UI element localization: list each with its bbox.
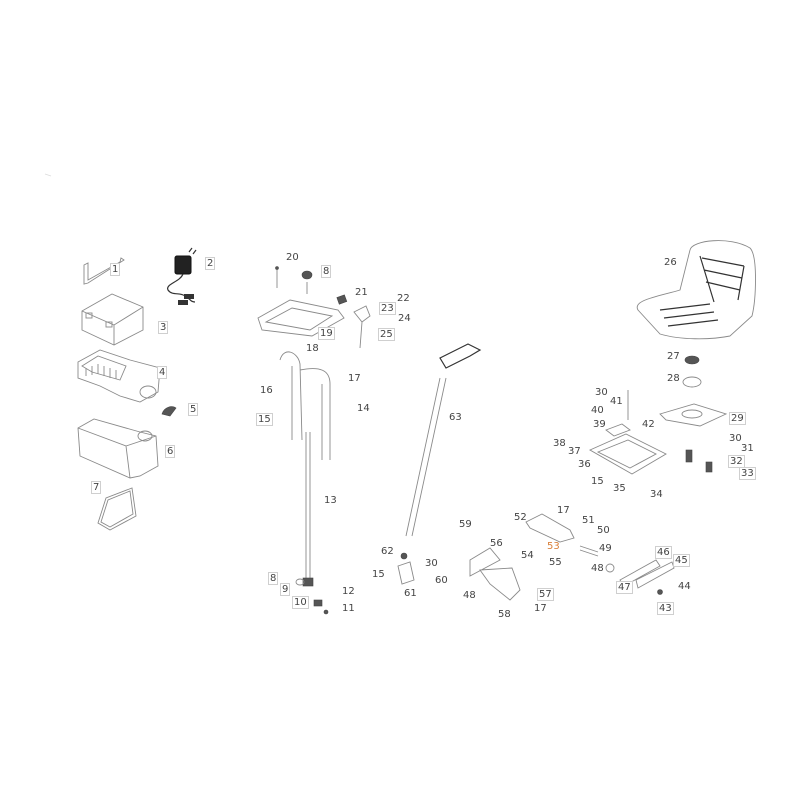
part-4-tray-icon[interactable] [77,349,161,403]
part-label-22[interactable]: 22 [397,293,410,304]
part-9-10-11-12-base-icon[interactable] [295,578,329,615]
part-label-49[interactable]: 49 [599,543,612,554]
part-label-37[interactable]: 37 [568,446,581,457]
part-label-54[interactable]: 54 [521,550,534,561]
part-label-16[interactable]: 16 [260,385,273,396]
part-label-38[interactable]: 38 [553,438,566,449]
part-label-2[interactable]: 2 [205,257,216,270]
part-label-61[interactable]: 61 [404,588,417,599]
part-32-spring-icon[interactable] [685,449,713,473]
part-label-8[interactable]: 8 [321,265,332,278]
part-label-21[interactable]: 21 [355,287,368,298]
part-label-55[interactable]: 55 [549,557,562,568]
part-23-lever-icon[interactable] [353,305,371,349]
part-label-40[interactable]: 40 [591,405,604,416]
part-label-24[interactable]: 24 [398,313,411,324]
part-label-15[interactable]: 15 [591,476,604,487]
part-label-14[interactable]: 14 [357,403,370,414]
part-label-17[interactable]: 17 [557,505,570,516]
part-19-plate-icon[interactable] [257,299,345,337]
part-label-35[interactable]: 35 [613,483,626,494]
part-27-28-mount-icon[interactable] [682,355,702,388]
part-label-13[interactable]: 13 [324,495,337,506]
part-label-53[interactable]: 53 [547,541,560,552]
part-label-59[interactable]: 59 [459,519,472,530]
part-label-50[interactable]: 50 [597,525,610,536]
part-1-bracket-icon[interactable] [83,257,125,285]
part-13-column-icon[interactable] [302,432,314,587]
part-label-29[interactable]: 29 [729,412,746,425]
part-label-31[interactable]: 31 [741,443,754,454]
part-label-15[interactable]: 15 [256,413,273,426]
part-label-11[interactable]: 11 [342,603,355,614]
part-label-25[interactable]: 25 [378,328,395,341]
part-label-30[interactable]: 30 [595,387,608,398]
part-29-rail-icon[interactable] [659,403,728,427]
part-39-42-slider-icon[interactable] [605,390,631,437]
part-label-7[interactable]: 7 [91,481,102,494]
part-label-18[interactable]: 18 [306,343,319,354]
part-label-17[interactable]: 17 [534,603,547,614]
part-label-48[interactable]: 48 [591,563,604,574]
part-label-32[interactable]: 32 [728,455,745,468]
part-label-48[interactable]: 48 [463,590,476,601]
part-label-60[interactable]: 60 [435,575,448,586]
part-label-12[interactable]: 12 [342,586,355,597]
part-label-44[interactable]: 44 [678,581,691,592]
part-18-handlebar-icon[interactable] [279,351,331,460]
part-57-bracket-icon[interactable] [469,547,521,601]
part-label-4[interactable]: 4 [157,366,168,379]
part-label-8[interactable]: 8 [268,572,279,585]
part-8-grommet-icon[interactable] [301,270,313,294]
part-label-42[interactable]: 42 [642,419,655,430]
part-label-41[interactable]: 41 [610,396,623,407]
part-label-47[interactable]: 47 [616,581,633,594]
part-26-seat-icon[interactable] [636,240,756,340]
part-label-46[interactable]: 46 [655,546,672,559]
part-label-36[interactable]: 36 [578,459,591,470]
part-label-9[interactable]: 9 [280,583,291,596]
part-label-57[interactable]: 57 [537,588,554,601]
part-label-45[interactable]: 45 [673,554,690,567]
part-label-23[interactable]: 23 [379,302,396,315]
part-38-frame-icon[interactable] [589,433,667,475]
part-52-linkage-icon[interactable] [525,513,575,543]
part-21-knob-icon[interactable] [336,294,348,305]
part-7-gasket-icon[interactable] [97,487,137,531]
part-3-battery-icon[interactable] [81,293,144,346]
part-label-34[interactable]: 34 [650,489,663,500]
part-label-20[interactable]: 20 [286,252,299,263]
part-label-30[interactable]: 30 [729,433,742,444]
part-label-28[interactable]: 28 [667,373,680,384]
part-label-30[interactable]: 30 [425,558,438,569]
faint-mark [44,173,52,177]
part-label-56[interactable]: 56 [490,538,503,549]
part-63-rod-icon[interactable] [405,343,482,537]
part-label-17[interactable]: 17 [348,373,361,384]
part-6-tank-icon[interactable] [77,418,159,479]
part-label-39[interactable]: 39 [593,419,606,430]
part-label-52[interactable]: 52 [514,512,527,523]
part-label-62[interactable]: 62 [381,546,394,557]
part-label-33[interactable]: 33 [739,467,756,480]
part-label-6[interactable]: 6 [165,445,176,458]
part-20-screw-icon[interactable] [275,266,279,289]
part-label-26[interactable]: 26 [664,257,677,268]
part-label-27[interactable]: 27 [667,351,680,362]
part-label-3[interactable]: 3 [158,321,169,334]
part-label-15[interactable]: 15 [372,569,385,580]
part-label-19[interactable]: 19 [318,327,335,340]
part-label-63[interactable]: 63 [449,412,462,423]
part-label-10[interactable]: 10 [292,596,309,609]
part-label-51[interactable]: 51 [582,515,595,526]
part-label-43[interactable]: 43 [657,602,674,615]
part-label-58[interactable]: 58 [498,609,511,620]
part-5-clip-icon[interactable] [161,406,177,417]
part-label-5[interactable]: 5 [188,403,199,416]
part-label-1[interactable]: 1 [110,263,121,276]
part-61-mount-icon[interactable] [397,552,415,585]
part-49-shaft-icon[interactable] [579,545,615,573]
part-2-charger-icon[interactable] [167,247,197,305]
